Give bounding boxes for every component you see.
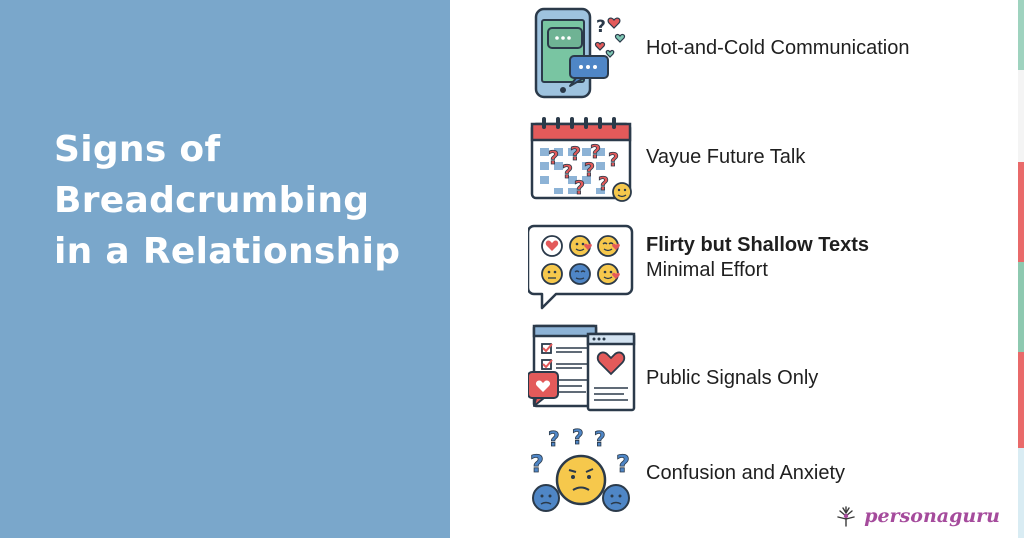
svg-text:?: ? xyxy=(572,425,584,449)
svg-text:?: ? xyxy=(574,177,585,199)
social-post-heart-icon xyxy=(528,324,636,412)
edge-strip-blue xyxy=(1018,448,1024,538)
edge-strip-light xyxy=(1018,70,1024,162)
calendar-question-icon: ??? ??? ?? xyxy=(530,117,632,202)
title-line-3: in a Relationship xyxy=(54,231,401,272)
title-line-2: Breadcrumbing xyxy=(54,180,370,221)
brand-watermark: personaguru xyxy=(834,502,1000,530)
edge-strip-red xyxy=(1018,162,1024,262)
sign-label-hot-cold: Hot-and-Cold Communication xyxy=(646,37,910,59)
signs-panel: ? Hot-and-Cold Communication xyxy=(450,0,1024,538)
title-panel: Signs of Breadcrumbing in a Relationship xyxy=(0,0,450,538)
brand-name: personaguru xyxy=(864,505,1000,527)
sign-item-vague-future: ??? ??? ?? Vayue Future Talk xyxy=(450,108,1024,208)
svg-text:?: ? xyxy=(562,161,573,183)
sign-label-confusion: Confusion and Anxiety xyxy=(646,462,846,484)
svg-text:?: ? xyxy=(608,149,619,171)
sign-item-hot-cold: ? Hot-and-Cold Communication xyxy=(450,0,1024,104)
svg-text:?: ? xyxy=(548,147,559,169)
edge-strip-teal xyxy=(1018,262,1024,352)
sign-label-vague-future: Vayue Future Talk xyxy=(646,146,806,168)
sign-item-confusion: ??? ?? Confusion and Anxiety xyxy=(450,422,1024,522)
title-line-1: Signs of xyxy=(54,129,221,170)
sign-sublabel-minimal-effort: Minimal Effort xyxy=(646,259,768,281)
phone-chat-icon: ? xyxy=(534,7,626,99)
svg-text:?: ? xyxy=(596,17,606,37)
confused-faces-icon: ??? ?? xyxy=(530,425,630,512)
edge-strip-green xyxy=(1018,0,1024,70)
svg-text:?: ? xyxy=(598,173,609,195)
svg-text:?: ? xyxy=(616,450,630,478)
sign-item-public-signals: Public Signals Only xyxy=(450,320,1024,420)
svg-text:?: ? xyxy=(590,141,601,163)
svg-text:?: ? xyxy=(584,159,595,181)
sign-label-public-signals: Public Signals Only xyxy=(646,367,819,389)
svg-text:?: ? xyxy=(530,450,544,478)
edge-strip-red-2 xyxy=(1018,352,1024,448)
sign-item-flirty-shallow: Flirty but Shallow Texts Minimal Effort xyxy=(450,216,1024,316)
sign-label-flirty-shallow: Flirty but Shallow Texts xyxy=(646,234,869,256)
slide-title: Signs of Breadcrumbing in a Relationship xyxy=(54,124,400,277)
svg-text:?: ? xyxy=(570,143,581,165)
svg-text:?: ? xyxy=(548,427,560,451)
tree-logo-icon xyxy=(837,506,855,527)
emoji-speech-bubble-icon xyxy=(528,224,634,310)
svg-text:?: ? xyxy=(594,427,606,451)
